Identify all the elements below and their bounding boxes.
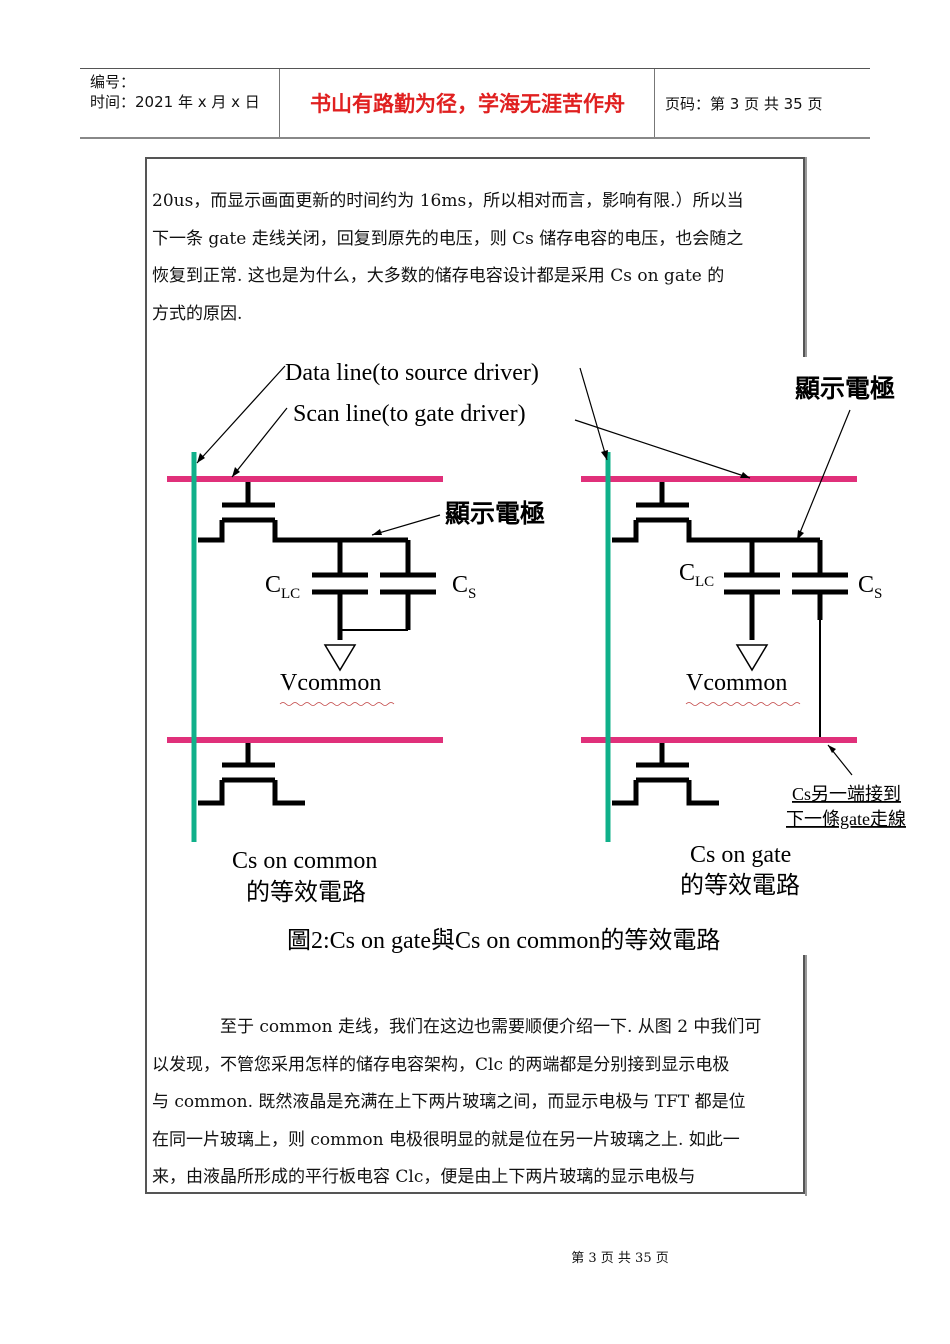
number-label: 编号： — [90, 73, 136, 91]
ground-triangle-right — [735, 644, 769, 672]
header-motto: 书山有路勤为径，学海无涯苦作舟 — [281, 69, 655, 137]
tft-right-bottom — [612, 740, 719, 806]
frame-gap — [800, 357, 820, 955]
text-line: 下一条 gate 走线关闭，回复到原先的电压，则 Cs 储存电容的电压，也会随之 — [152, 228, 744, 249]
scan-line-label: Scan line(to gate driver) — [293, 401, 526, 427]
page-footer: 第 3 页 共 35 页 — [571, 1251, 669, 1266]
cs-note-line2: 下一條gate走線 — [786, 809, 906, 829]
text-line: 来，由液晶所形成的平行板电容 Clc，便是由上下两片玻璃的显示电极与 — [152, 1167, 696, 1187]
spellcheck-underline — [685, 702, 801, 706]
date-label: 时间：2021 年 x 月 x 日 — [90, 93, 260, 111]
header-meta: 编号： 时间：2021 年 x 月 x 日 — [80, 69, 280, 137]
data-line-label: Data line(to source driver) — [285, 360, 539, 386]
electrode-wire-left — [305, 537, 436, 640]
text-line: 至于 common 走线，我们在这边也需要顺便介绍一下. 从图 2 中我们可 — [220, 1017, 762, 1037]
cs-note-line1: Cs另一端接到 — [792, 784, 901, 804]
electrode-wire-right — [719, 537, 848, 640]
tft-right-top — [612, 479, 719, 543]
text-line: 与 common. 既然液晶是充满在上下两片玻璃之间，而显示电极与 TFT 都是… — [152, 1092, 746, 1112]
right-subtitle: 的等效電路 — [680, 872, 800, 899]
header-page-info: 页码：第 3 页 共 35 页 — [665, 94, 823, 113]
vcommon-label: Vcommon — [686, 670, 787, 696]
left-subtitle: 的等效電路 — [246, 879, 366, 906]
ground-triangle-left — [323, 644, 357, 672]
clc-label: CLC — [265, 572, 300, 602]
text-line: 在同一片玻璃上，则 common 电极很明显的就是位在另一片玻璃之上. 如此一 — [152, 1129, 740, 1150]
cs-label: CS — [452, 572, 476, 602]
pointer-line — [196, 365, 853, 776]
tft-left-top — [198, 479, 305, 543]
cs-label: CS — [858, 572, 882, 602]
pixel-electrode-label: 顯示電極 — [795, 375, 895, 403]
text-line: 以发现，不管您采用怎样的储存电容架构，Clc 的两端都是分别接到显示电极 — [152, 1054, 730, 1075]
tft-left-bottom — [198, 740, 305, 806]
paragraph-1: 20us，而显示画面更新的时间约为 16ms，所以相对而言，影响有限.）所以当 … — [152, 183, 802, 333]
text-line: 方式的原因. — [152, 303, 243, 324]
vcommon-label: Vcommon — [280, 670, 381, 696]
text-line: 恢复到正常. 这也是为什么，大多数的储存电容设计都是采用 Cs on gate … — [152, 266, 725, 286]
page-header: 编号： 时间：2021 年 x 月 x 日 书山有路勤为径，学海无涯苦作舟 页码… — [80, 68, 870, 139]
left-title: Cs on common — [232, 848, 377, 874]
clc-label: CLC — [679, 560, 714, 590]
right-title: Cs on gate — [690, 842, 791, 868]
paragraph-2: 至于 common 走线，我们在这边也需要顺便介绍一下. 从图 2 中我们可 以… — [152, 1009, 802, 1197]
text-line: 20us，而显示画面更新的时间约为 16ms，所以相对而言，影响有限.）所以当 — [152, 191, 744, 211]
pixel-electrode-label: 顯示電極 — [445, 500, 545, 528]
spellcheck-underline — [279, 702, 395, 706]
figure-caption: 圖2:Cs on gate與Cs on common的等效電路 — [287, 927, 720, 954]
